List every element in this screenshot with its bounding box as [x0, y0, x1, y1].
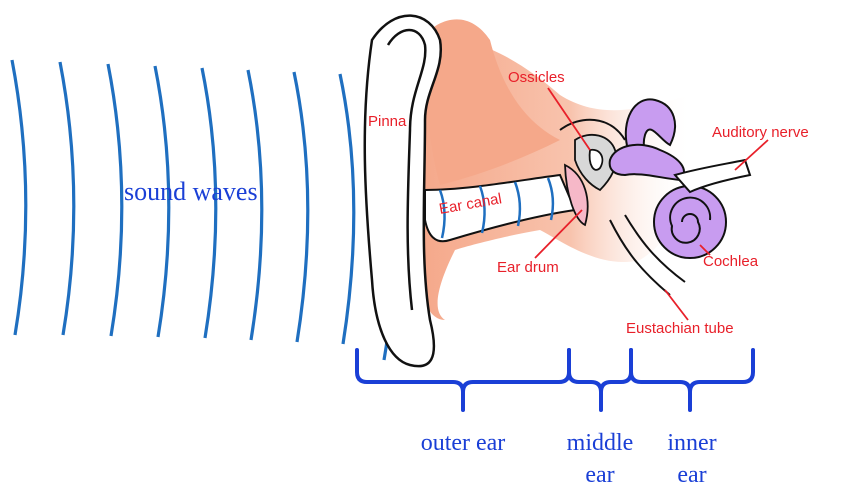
- section-middle-ear-line1: middle: [567, 430, 634, 456]
- brace-inner-ear: [631, 350, 753, 410]
- section-outer-ear: outer ear: [421, 430, 506, 456]
- wave-arc: [108, 64, 122, 336]
- section-middle-ear-line2: ear: [585, 462, 614, 488]
- label-ear-drum: Ear drum: [497, 259, 559, 276]
- wave-arc: [294, 72, 308, 342]
- label-eustachian-tube: Eustachian tube: [626, 320, 734, 337]
- label-auditory-nerve: Auditory nerve: [712, 124, 809, 141]
- eustachian-pointer: [665, 290, 688, 320]
- auditory-nerve-pointer: [735, 140, 768, 170]
- wave-arc: [60, 62, 74, 335]
- brace-middle-ear: [569, 350, 631, 410]
- section-inner-ear-line1: inner: [667, 430, 716, 456]
- wave-arc: [340, 74, 354, 344]
- label-cochlea: Cochlea: [703, 253, 759, 270]
- label-sound-waves: sound waves: [124, 177, 258, 206]
- label-pinna: Pinna: [368, 113, 407, 130]
- wave-arc: [12, 60, 26, 335]
- section-inner-ear-line2: ear: [677, 462, 706, 488]
- brace-outer-ear: [357, 350, 569, 410]
- sound-wave-arcs: [12, 60, 394, 360]
- label-ossicles: Ossicles: [508, 69, 565, 86]
